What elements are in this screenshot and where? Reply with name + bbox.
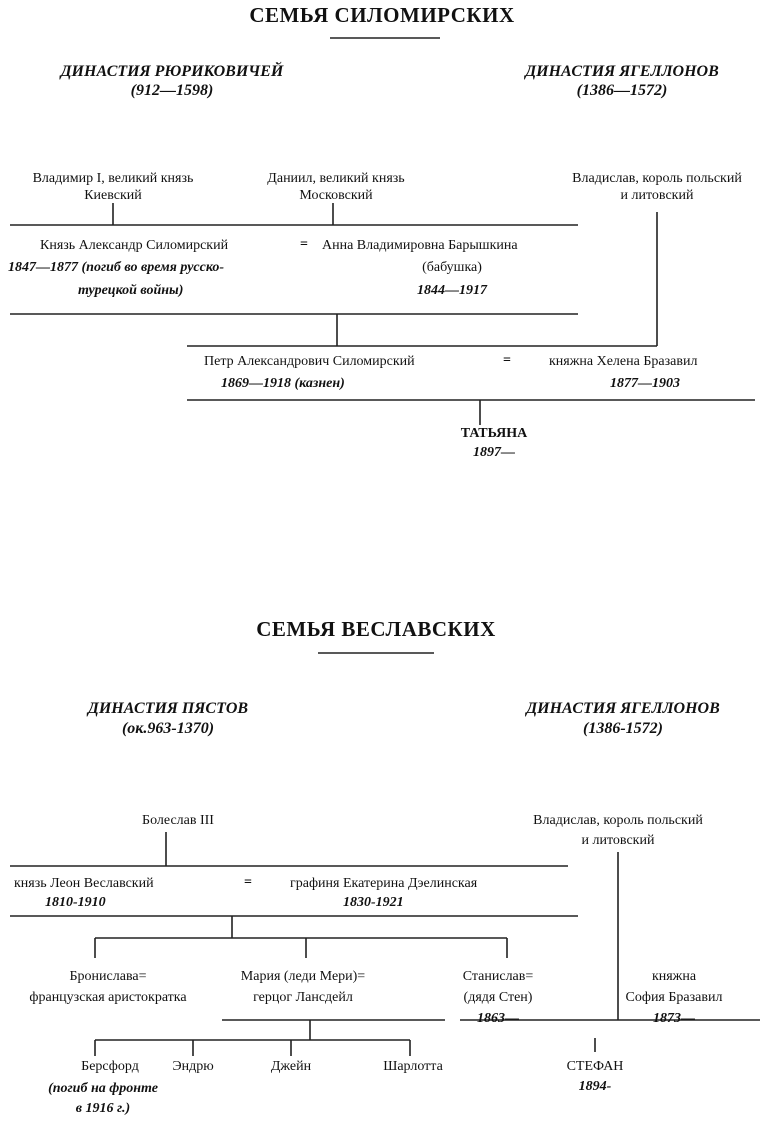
person-daniil-line1: Даниил, великий князь	[267, 171, 405, 186]
person-bronislava-line2: французская аристократка	[29, 990, 187, 1005]
person-petr-name: Петр Александрович Силомирский	[204, 354, 415, 369]
person-stefan-name: СТЕФАН	[566, 1059, 624, 1074]
person-jane: Джейн	[270, 1059, 312, 1074]
person-bersford-note-line1: (погиб на фронте	[48, 1081, 158, 1096]
person-vladimir-line2: Киевский	[84, 188, 142, 203]
family-title-veslavsky: СЕМЬЯ ВЕСЛАВСКИХ	[256, 617, 496, 641]
family-title-silomirsky: СЕМЬЯ СИЛОМИРСКИХ	[249, 3, 515, 27]
person-anna-note: (бабушка)	[422, 260, 482, 275]
person-anna-name: Анна Владимировна Барышкина	[322, 238, 518, 253]
person-charlotte: Шарлотта	[383, 1059, 443, 1074]
marriage-sign: =	[503, 353, 511, 368]
dynasty-left-name: ДИНАСТИЯ ПЯСТОВ	[87, 700, 249, 717]
person-ekaterina-years: 1830-1921	[343, 895, 404, 910]
person-stanislav-name: Станислав=	[462, 969, 534, 984]
person-helena-name: княжна Хелена Бразавил	[549, 354, 698, 369]
person-stefan-years: 1894-	[578, 1079, 612, 1094]
person-leon-years: 1810-1910	[45, 895, 106, 910]
person-sofia-name1: княжна	[651, 969, 697, 984]
dynasty-right-name: ДИНАСТИЯ ЯГЕЛЛОНОВ	[526, 700, 720, 717]
marriage-sign: =	[244, 875, 252, 890]
person-alexander-years: 1847—1877 (погиб во время русско-	[8, 260, 225, 275]
person-bronislava-line1: Бронислава=	[69, 969, 147, 984]
person-helena-years: 1877—1903	[610, 376, 680, 391]
person-bersford-note-line2: в 1916 г.)	[75, 1101, 131, 1116]
dynasty-left-years: (ок.963-1370)	[121, 720, 215, 737]
person-leon-name: князь Леон Веславский	[14, 876, 154, 891]
person-vladislav-line1: Владислав, король польский	[533, 813, 703, 828]
dynasty-left-years: (912—1598)	[130, 82, 214, 99]
person-sofia-name2: София Бразавил	[625, 990, 723, 1005]
person-tatiana-years: 1897—	[473, 445, 515, 460]
dynasty-right-years: (1386—1572)	[576, 82, 668, 99]
person-stanislav-years: 1863—	[477, 1011, 519, 1026]
person-tatiana-name: ТАТЬЯНА	[460, 426, 528, 441]
person-vladislav-line1: Владислав, король польский	[572, 171, 742, 186]
dynasty-right-name: ДИНАСТИЯ ЯГЕЛЛОНОВ	[525, 63, 719, 80]
person-boleslav: Болеслав III	[142, 813, 214, 828]
person-vladislav-line2: и литовский	[620, 188, 694, 203]
person-anna-years: 1844—1917	[417, 283, 487, 298]
person-maria-line1: Мария (леди Мери)=	[240, 969, 366, 984]
person-stanislav-note: (дядя Стен)	[463, 990, 533, 1005]
person-maria-line2: герцог Лансдейл	[253, 990, 353, 1005]
dynasty-left-name: ДИНАСТИЯ РЮРИКОВИЧЕЙ	[60, 63, 284, 80]
person-alexander-name: Князь Александр Силомирский	[40, 238, 229, 253]
person-sofia-years: 1873—	[653, 1011, 695, 1026]
person-petr-years: 1869—1918 (казнен)	[221, 376, 345, 391]
dynasty-right-years: (1386-1572)	[583, 720, 663, 737]
person-ekaterina-name: графиня Екатерина Дэелинская	[290, 876, 478, 891]
person-vladimir-line1: Владимир I, великий князь	[32, 171, 194, 186]
person-bersford: Берсфорд	[81, 1059, 139, 1074]
person-vladislav-line2: и литовский	[581, 833, 655, 848]
person-daniil-line2: Московский	[299, 188, 373, 203]
person-andrew: Эндрю	[172, 1059, 214, 1074]
marriage-sign: =	[300, 237, 308, 252]
person-alexander-note: турецкой войны)	[78, 283, 184, 298]
